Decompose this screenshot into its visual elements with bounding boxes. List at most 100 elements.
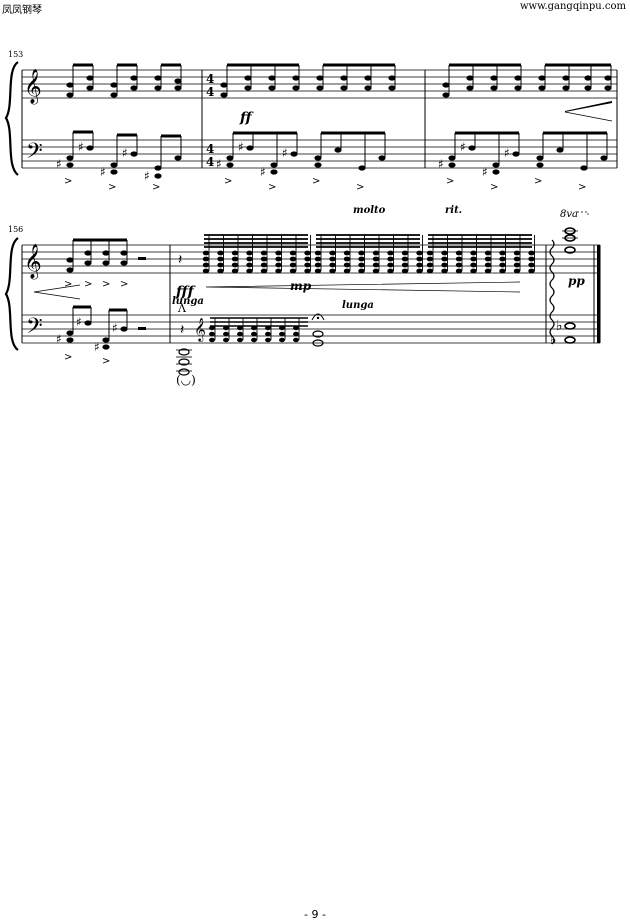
cluster-notehead	[343, 250, 351, 256]
expression-text: rit.	[445, 205, 462, 216]
svg-text:♯: ♯	[56, 157, 62, 171]
cluster-notehead	[237, 325, 243, 331]
cluster-notehead	[470, 262, 477, 268]
expression-text: lunga	[342, 300, 374, 311]
cluster-notehead	[372, 256, 380, 262]
cluster-notehead	[499, 250, 506, 256]
flat-icon: ♭	[556, 318, 563, 334]
cluster-notehead	[265, 337, 271, 343]
pedal-icon: (◡)	[176, 373, 196, 387]
barlines	[21, 245, 595, 343]
expression-text: molto	[353, 205, 386, 216]
page-number: - 9 -	[304, 908, 326, 921]
system-2: 156 𝄞 𝄢	[4, 205, 601, 387]
cluster-notehead	[275, 262, 282, 268]
bass-clef-icon: 𝄢	[26, 139, 43, 169]
half-rest-icon	[138, 327, 146, 330]
treble-clef-icon: 𝄞	[194, 317, 206, 342]
sharp-icon: ♯♯♯♯	[56, 315, 118, 354]
cluster-notehead	[202, 256, 210, 262]
cluster-notehead	[343, 256, 351, 262]
cluster-notehead	[426, 262, 434, 268]
tremolo-cluster: 𝄽	[178, 234, 535, 293]
cluster-notehead	[513, 262, 521, 268]
final-barline	[597, 245, 601, 343]
svg-text:♯: ♯	[216, 157, 222, 171]
cluster-notehead	[528, 250, 535, 256]
cluster-notehead	[246, 268, 253, 274]
cluster-notehead	[231, 256, 239, 262]
cluster-notehead	[223, 337, 229, 343]
svg-text:>: >	[268, 182, 276, 193]
cluster-notehead	[217, 262, 224, 268]
svg-text:♯: ♯	[56, 332, 62, 346]
cluster-notehead	[401, 256, 409, 262]
cluster-notehead	[275, 268, 282, 274]
cluster-notehead	[237, 337, 243, 343]
cluster-notehead	[293, 331, 299, 337]
svg-text:♯: ♯	[282, 146, 288, 160]
flat-icon: ♭	[550, 332, 557, 348]
cluster-notehead	[314, 256, 322, 262]
cluster-notehead	[217, 256, 224, 262]
cluster-notehead	[441, 268, 448, 274]
svg-text:>: >	[312, 176, 320, 187]
time-signature-bottom: 4	[206, 155, 214, 169]
cluster-notehead	[279, 325, 285, 331]
cluster-notehead	[223, 331, 229, 337]
cluster-notehead	[260, 250, 268, 256]
half-rest-icon	[138, 257, 146, 260]
cluster-notehead	[304, 250, 311, 256]
cluster-notehead	[293, 325, 299, 331]
cluster-notehead	[289, 268, 297, 274]
treble-notes	[66, 63, 613, 122]
accent-icon: >>> >>>> >>>>	[64, 176, 586, 193]
svg-text:>: >	[64, 176, 72, 187]
svg-text:♯: ♯	[482, 165, 488, 179]
cluster-notehead	[499, 256, 506, 262]
cluster-notehead	[260, 268, 268, 274]
cluster-notehead	[209, 331, 215, 337]
cluster-notehead	[275, 250, 282, 256]
cluster-notehead	[372, 262, 380, 268]
svg-text:♯: ♯	[112, 321, 118, 335]
dynamic-marking: pp	[568, 274, 585, 288]
cluster-notehead	[275, 256, 282, 262]
decrescendo-hairpin	[205, 281, 521, 293]
cluster-notehead	[329, 250, 336, 256]
cluster-notehead	[416, 250, 423, 256]
bass-tremolo: 𝄽 Λ 𝄞 (◡)	[176, 302, 325, 387]
expression-text: lunga	[172, 296, 204, 307]
bass-notes: ♯♯♯♯ >>	[56, 305, 146, 367]
cluster-notehead	[387, 256, 394, 262]
cluster-notehead	[289, 262, 297, 268]
cluster-notehead	[314, 268, 322, 274]
cluster-notehead	[528, 262, 535, 268]
svg-text:>: >	[356, 182, 364, 193]
cluster-notehead	[202, 250, 210, 256]
svg-text:>: >	[120, 279, 128, 290]
cluster-notehead	[484, 262, 492, 268]
cluster-notehead	[484, 250, 492, 256]
svg-text:>: >	[490, 182, 498, 193]
cluster-notehead	[202, 262, 210, 268]
measure-number: 156	[8, 225, 23, 234]
svg-text:♯: ♯	[94, 340, 100, 354]
cluster-notehead	[217, 250, 224, 256]
time-signature-top: 4	[206, 142, 214, 156]
svg-text:>: >	[108, 182, 116, 193]
final-chord: ♭ ♭ 8va	[549, 209, 589, 348]
cluster-notehead	[246, 250, 253, 256]
svg-text:>: >	[578, 182, 586, 193]
measure-number: 153	[8, 50, 23, 59]
cluster-notehead	[217, 268, 224, 274]
svg-text:♯: ♯	[238, 140, 244, 154]
site-url-header: www.gangqinpu.com	[519, 1, 626, 12]
cluster-notehead	[455, 256, 463, 262]
brace	[4, 237, 19, 351]
cluster-notehead	[372, 250, 380, 256]
cluster-notehead	[484, 256, 492, 262]
cluster-notehead	[231, 250, 239, 256]
accent-icon: >>>>	[64, 279, 128, 290]
